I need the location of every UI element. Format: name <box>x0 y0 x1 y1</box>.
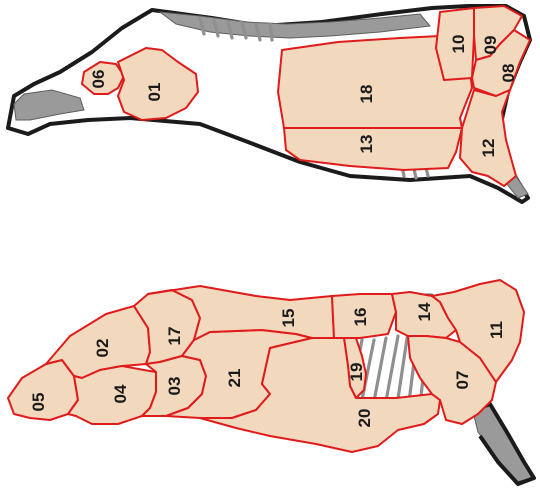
cut-label-02: 02 <box>93 339 112 358</box>
cut-label-10: 10 <box>449 35 468 54</box>
cut-label-20: 20 <box>355 409 374 428</box>
bottom-carcass: 05 02 17 04 03 21 15 16 19 20 14 07 11 <box>8 280 534 484</box>
cut-label-19: 19 <box>347 363 366 382</box>
bottom-foreleg-bone <box>472 404 532 482</box>
cut-label-11: 11 <box>487 321 506 339</box>
top-carcass: 06 01 18 13 10 09 08 12 <box>8 6 530 202</box>
cut-label-05: 05 <box>29 393 48 412</box>
cut-label-18: 18 <box>357 85 376 104</box>
cut-label-15: 15 <box>279 309 298 328</box>
cut-label-16: 16 <box>351 308 370 327</box>
cut-label-06: 06 <box>89 70 108 89</box>
cut-label-07: 07 <box>453 371 472 390</box>
cut-label-14: 14 <box>415 302 434 321</box>
cut-label-03: 03 <box>165 377 184 396</box>
cut-label-08: 08 <box>499 64 518 83</box>
cut-label-12: 12 <box>479 139 498 158</box>
cut-label-13: 13 <box>357 135 376 154</box>
cut-label-04: 04 <box>111 384 130 403</box>
cut-label-01: 01 <box>145 83 164 102</box>
cut-label-21: 21 <box>225 369 244 388</box>
cut-label-17: 17 <box>165 327 184 346</box>
cut-label-09: 09 <box>481 36 500 55</box>
